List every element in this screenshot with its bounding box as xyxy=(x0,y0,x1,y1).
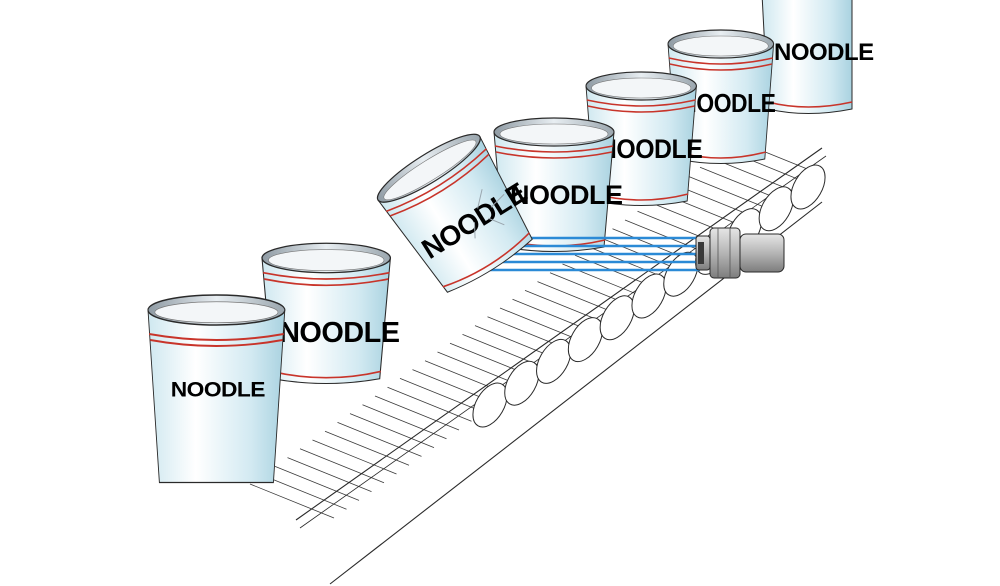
belt-slat xyxy=(299,448,385,484)
cup-label: NOODLE xyxy=(774,39,874,66)
conveyor-roller xyxy=(790,164,826,210)
noodle-cup: NOODLE xyxy=(147,294,286,484)
belt-slat xyxy=(287,457,372,492)
cup-label: NOODLE xyxy=(279,317,399,349)
belt-slat xyxy=(387,386,472,422)
cup-label: NOODLE xyxy=(510,180,623,210)
sensor-beams xyxy=(486,236,700,272)
detection-sparkle-icon xyxy=(473,189,505,239)
noodle-cup: NOODLE xyxy=(261,242,400,385)
noodle-cup: NOODLE xyxy=(667,29,776,165)
photoelectric-sensor-icon xyxy=(695,227,785,279)
belt-slat xyxy=(262,474,347,510)
tilted-noodle-cup: NOODLE xyxy=(369,123,544,303)
belt-slat xyxy=(499,307,585,343)
belt-slat xyxy=(337,422,422,457)
conveyor-roller xyxy=(472,382,508,428)
noodle-cup: NOODLE xyxy=(585,71,703,207)
conveyor-roller xyxy=(567,317,603,363)
cup-label: NOODLE xyxy=(171,377,265,401)
belt-slat xyxy=(349,413,435,448)
belt-slat xyxy=(362,404,447,440)
belt-slat xyxy=(274,466,360,501)
noodle-cup: NOODLE xyxy=(761,0,875,114)
belt-slat xyxy=(249,483,335,519)
conveyor-roller xyxy=(536,338,572,384)
conveyor-roller xyxy=(758,186,794,232)
conveyor-roller xyxy=(631,273,667,319)
belt-slat xyxy=(399,378,485,413)
noodle-cup: NOODLE xyxy=(493,117,623,253)
conveyor-roller xyxy=(599,295,635,341)
cup-label: NOODLE xyxy=(680,90,775,119)
belt-slat xyxy=(312,439,397,475)
belt-slat xyxy=(374,395,460,431)
conveyor-roller xyxy=(504,360,540,406)
belt-slat xyxy=(324,430,410,466)
cup-label: NOODLE xyxy=(599,135,703,164)
